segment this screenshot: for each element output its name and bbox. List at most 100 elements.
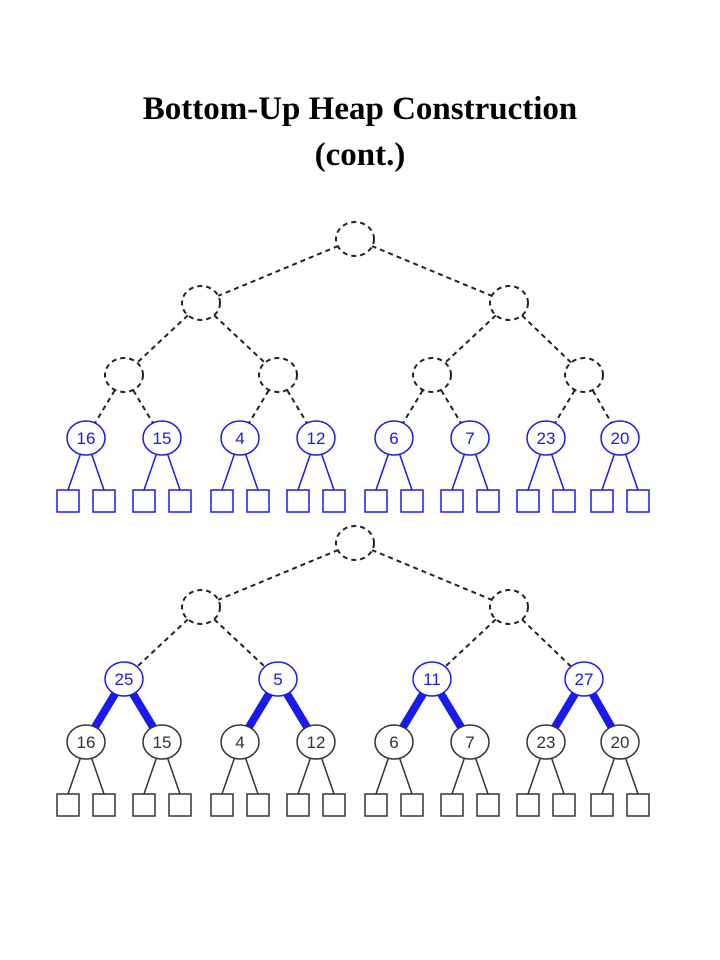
bottom-root-node bbox=[335, 525, 375, 561]
bottom-leaf-node-7-circle bbox=[600, 724, 640, 760]
bottom-root-node-circle bbox=[335, 525, 375, 561]
bottom-leaf-node-4: 6 bbox=[374, 724, 414, 760]
title-line-1: Bottom-Up Heap Construction bbox=[142, 91, 578, 127]
bottom-leaf-node-7-key: 20 bbox=[611, 733, 630, 752]
top-level2-node-2-circle bbox=[412, 357, 452, 393]
bottom-edge-root-1 bbox=[354, 542, 510, 608]
bottom-leaf-node-0-circle bbox=[66, 724, 106, 760]
top-external-box bbox=[516, 489, 540, 513]
bottom-leaf-node-1: 15 bbox=[142, 724, 182, 760]
bottom-level2-node-1: 5 bbox=[258, 661, 298, 697]
bottom-leaf-node-6: 23 bbox=[526, 724, 566, 760]
top-leaf-node-3-circle bbox=[296, 420, 336, 456]
top-leaf-node-2-key: 4 bbox=[235, 429, 244, 448]
top-tree: 16 15 4 12 6 7 23 20 bbox=[56, 221, 650, 513]
bottom-leaf-node-4-key: 6 bbox=[389, 733, 398, 752]
bottom-level2-node-2-circle bbox=[412, 661, 452, 697]
top-level1-node-0 bbox=[181, 285, 221, 321]
top-leaf-node-3-key: 12 bbox=[307, 429, 326, 448]
top-external-box bbox=[132, 489, 156, 513]
bottom-level2-node-1-circle bbox=[258, 661, 298, 697]
top-external-box bbox=[286, 489, 310, 513]
bottom-level2-node-2: 11 bbox=[412, 661, 452, 697]
bottom-external-box bbox=[56, 793, 80, 817]
top-leaf-node-5-circle bbox=[450, 420, 490, 456]
bottom-external-box bbox=[210, 793, 234, 817]
top-level2-node-1-circle bbox=[258, 357, 298, 393]
top-leaf-node-1-circle bbox=[142, 420, 182, 456]
bottom-external-box bbox=[364, 793, 388, 817]
bottom-external-box bbox=[400, 793, 424, 817]
top-root-node-circle bbox=[335, 221, 375, 257]
top-external-box bbox=[476, 489, 500, 513]
bottom-leaf-node-3-circle bbox=[296, 724, 336, 760]
bottom-leaf-node-0-key: 16 bbox=[77, 733, 96, 752]
bottom-level1-node-1-circle bbox=[489, 589, 529, 625]
bottom-level2-node-0: 25 bbox=[104, 661, 144, 697]
top-leaf-node-7-circle bbox=[600, 420, 640, 456]
top-leaf-node-7-key: 20 bbox=[611, 429, 630, 448]
top-leaf-node-2-circle bbox=[220, 420, 260, 456]
bottom-leaf-node-7: 20 bbox=[600, 724, 640, 760]
top-external-box bbox=[590, 489, 614, 513]
top-external-box bbox=[400, 489, 424, 513]
top-external-box bbox=[552, 489, 576, 513]
bottom-tree: 25 5 11 27 16 15 4 12 6 7 23 20 bbox=[56, 525, 650, 817]
top-leaf-node-0-circle bbox=[66, 420, 106, 456]
top-leaf-node-4-key: 6 bbox=[389, 429, 398, 448]
bottom-level1-node-0-circle bbox=[181, 589, 221, 625]
bottom-external-box bbox=[516, 793, 540, 817]
top-level2-node-0-circle bbox=[104, 357, 144, 393]
top-leaf-node-1-key: 15 bbox=[153, 429, 172, 448]
bottom-level1-node-1 bbox=[489, 589, 529, 625]
top-leaf-node-1: 15 bbox=[142, 420, 182, 456]
bottom-level2-node-1-key: 5 bbox=[273, 670, 282, 689]
top-level2-node-0 bbox=[104, 357, 144, 393]
bottom-edge-root-0 bbox=[200, 542, 356, 608]
bottom-external-box bbox=[552, 793, 576, 817]
bottom-external-box bbox=[132, 793, 156, 817]
top-level2-node-1 bbox=[258, 357, 298, 393]
top-leaf-node-6: 23 bbox=[526, 420, 566, 456]
top-edge-root-1 bbox=[354, 238, 510, 304]
bottom-external-box bbox=[626, 793, 650, 817]
bottom-leaf-node-2: 4 bbox=[220, 724, 260, 760]
bottom-level2-node-3-key: 27 bbox=[575, 670, 594, 689]
bottom-level2-node-3-circle bbox=[564, 661, 604, 697]
bottom-leaf-node-0: 16 bbox=[66, 724, 106, 760]
bottom-leaf-node-1-key: 15 bbox=[153, 733, 172, 752]
bottom-level2-node-3: 27 bbox=[564, 661, 604, 697]
top-leaf-node-0-key: 16 bbox=[77, 429, 96, 448]
bottom-external-box bbox=[590, 793, 614, 817]
top-root-node bbox=[335, 221, 375, 257]
bottom-external-box bbox=[476, 793, 500, 817]
bottom-leaf-node-5-circle bbox=[450, 724, 490, 760]
top-level1-node-1-circle bbox=[489, 285, 529, 321]
top-edge-root-0 bbox=[200, 238, 356, 304]
bottom-leaf-node-2-circle bbox=[220, 724, 260, 760]
bottom-leaf-node-3-key: 12 bbox=[307, 733, 326, 752]
bottom-leaf-node-1-circle bbox=[142, 724, 182, 760]
top-level2-node-3 bbox=[564, 357, 604, 393]
bottom-leaf-node-5: 7 bbox=[450, 724, 490, 760]
bottom-leaf-node-5-key: 7 bbox=[465, 733, 474, 752]
top-leaf-node-4-circle bbox=[374, 420, 414, 456]
top-level1-node-0-circle bbox=[181, 285, 221, 321]
top-external-box bbox=[322, 489, 346, 513]
top-external-box bbox=[364, 489, 388, 513]
top-leaf-node-4: 6 bbox=[374, 420, 414, 456]
bottom-external-box bbox=[92, 793, 116, 817]
slide-title: Bottom-Up Heap Construction (cont.) bbox=[0, 86, 720, 178]
top-leaf-node-2: 4 bbox=[220, 420, 260, 456]
top-level1-node-1 bbox=[489, 285, 529, 321]
top-leaf-node-6-circle bbox=[526, 420, 566, 456]
top-leaf-node-6-key: 23 bbox=[537, 429, 556, 448]
top-external-box bbox=[440, 489, 464, 513]
bottom-leaf-node-6-circle bbox=[526, 724, 566, 760]
top-leaf-node-5-key: 7 bbox=[465, 429, 474, 448]
bottom-external-box bbox=[440, 793, 464, 817]
bottom-leaf-node-6-key: 23 bbox=[537, 733, 556, 752]
bottom-external-box bbox=[322, 793, 346, 817]
